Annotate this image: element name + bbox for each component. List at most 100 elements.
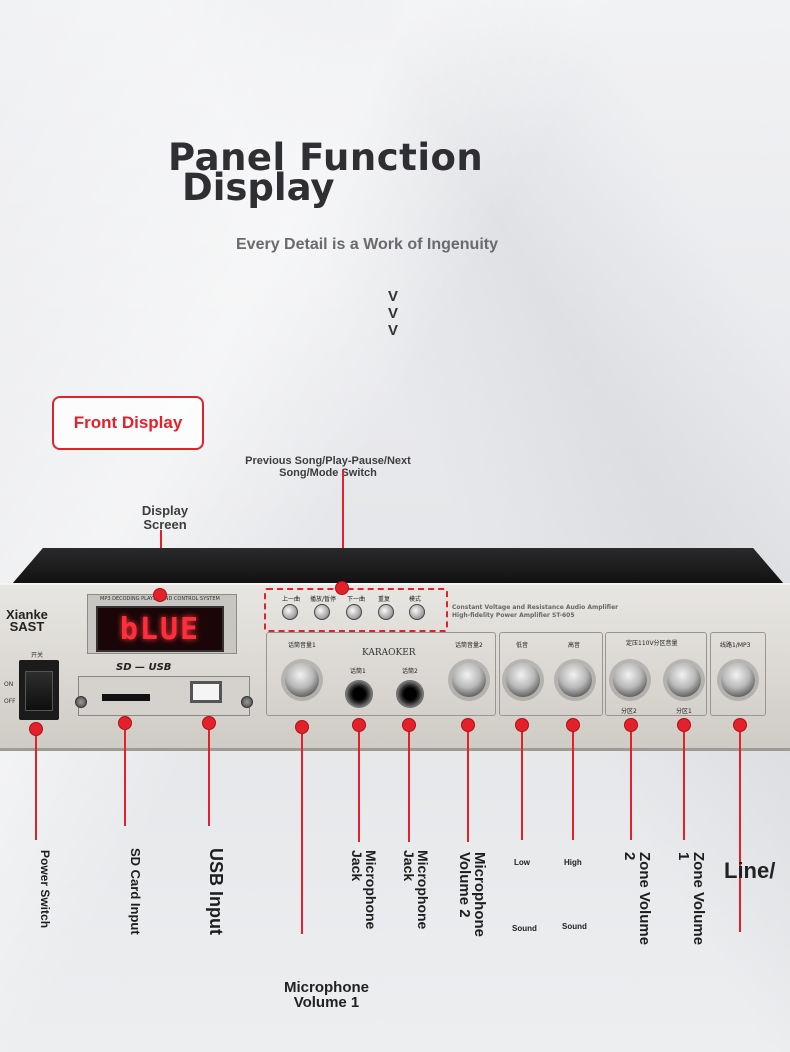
chevron-down-icon: V (388, 305, 399, 322)
brand-line2: SAST (9, 619, 45, 635)
front-display-badge: Front Display (52, 396, 204, 450)
sound-label-2: Sound (562, 922, 587, 931)
screw-icon (241, 696, 253, 708)
zone-volume2-label-line2: 2 (621, 852, 638, 861)
line-panel (710, 632, 766, 716)
screw-icon (75, 696, 87, 708)
treble-caption: 高音 (568, 642, 581, 649)
led-display-screen: bLUE (96, 606, 224, 652)
mic-volume1-callout-line (301, 734, 303, 934)
mic-jack1-callout-line (358, 732, 360, 842)
bass-caption: 低音 (516, 642, 529, 649)
mic-jack2-callout-line (408, 732, 410, 842)
zone2-volume-knob[interactable] (613, 663, 647, 697)
mic-volume2-label-line1: Microphone (471, 852, 488, 937)
line-input-label: Line/ (724, 858, 776, 883)
zone1-volume-knob[interactable] (667, 663, 701, 697)
mic-jack1-callout-dot (352, 718, 366, 732)
mode-button[interactable] (409, 604, 425, 620)
sd-callout-line (124, 730, 126, 826)
microphone-jack-1[interactable] (345, 680, 373, 708)
mic-volume2-callout-line (467, 732, 469, 842)
mic-jack2-label: Microphone Jack (401, 850, 431, 930)
display-callout-label: Display Screen (130, 504, 200, 531)
microphone-panel (266, 632, 496, 716)
button-caption-mode: 模式 (409, 596, 422, 603)
buttons-callout-dot (335, 581, 349, 595)
tone-panel (499, 632, 603, 716)
model-line1: Constant Voltage and Resistance Audio Am… (452, 604, 619, 611)
mic-volume1-knob[interactable] (285, 663, 319, 697)
power-on-label: ON (4, 681, 14, 688)
sd-callout-dot (118, 716, 132, 730)
mic-jack1-label-line2: Jack (349, 850, 365, 882)
mic-volume2-label: Microphone Volume 2 (456, 852, 488, 937)
treble-callout-dot (566, 718, 580, 732)
zone2-caption: 分区2 (621, 708, 637, 715)
power-caption: 开关 (31, 652, 44, 659)
mic-volume2-knob[interactable] (452, 663, 486, 697)
power-switch[interactable] (25, 671, 53, 711)
brand-line1: Xianke (6, 607, 48, 622)
mic1-caption: 话筒1 (350, 668, 366, 675)
sound-label-1: Sound (512, 924, 537, 933)
zone-volume1-label-line2: 1 (675, 852, 692, 861)
display-callout-line2: Screen (143, 516, 187, 532)
bass-callout-dot (515, 718, 529, 732)
power-switch-callout-line (35, 736, 37, 840)
usb-port[interactable] (190, 681, 222, 703)
button-caption-next: 下一曲 (347, 596, 366, 603)
usb-callout-dot (202, 716, 216, 730)
mic2-caption: 话筒2 (402, 668, 418, 675)
treble-knob[interactable] (558, 663, 592, 697)
zone-volume2-label-line1: Zone Volume (636, 852, 653, 946)
zone-header-caption: 定压110V分区音量 (626, 640, 678, 647)
sd-card-label: SD Card Input (128, 848, 143, 935)
mic-volume1-callout-dot (295, 720, 309, 734)
zone1-callout-line (683, 732, 685, 840)
mic-volume1-label-line1: Microphone (284, 979, 369, 996)
sd-card-slot[interactable] (102, 694, 150, 701)
amplifier-top-cover (12, 548, 784, 584)
line-callout-line (739, 732, 741, 932)
display-callout-dot (153, 588, 167, 602)
buttons-callout-line (342, 470, 344, 586)
button-caption-prev: 上一曲 (282, 596, 301, 603)
bass-callout-line (521, 732, 523, 840)
display-callout-line1: Display (141, 503, 189, 518)
brand-label: Xianke SAST (6, 607, 48, 635)
line-volume-knob[interactable] (721, 663, 755, 697)
previous-song-button[interactable] (282, 604, 298, 620)
model-line2: High-fidelity Power Amplifier ST-605 (452, 612, 575, 619)
mic-jack1-label-line1: Microphone (363, 850, 379, 930)
zone2-callout-line (630, 732, 632, 840)
button-caption-repeat: 重复 (378, 596, 391, 603)
zone-volume1-label-line1: Zone Volume (690, 852, 707, 946)
mic-jack2-label-line1: Microphone (415, 850, 431, 930)
microphone-jack-2[interactable] (396, 680, 424, 708)
usb-callout-line (208, 730, 210, 826)
mic-volume2-label-line2: Volume 2 (456, 852, 473, 918)
brand-logo: KARAOKER (362, 648, 416, 658)
usb-input-label: USB Input (206, 848, 226, 935)
line-caption: 线路1/MP3 (720, 642, 751, 649)
mic-volume2-caption: 话筒音量2 (455, 642, 483, 649)
mic-volume1-caption: 话筒音量1 (288, 642, 316, 649)
repeat-button[interactable] (378, 604, 394, 620)
buttons-callout-line2: Song/Mode Switch (279, 466, 377, 479)
high-label: High (564, 858, 582, 867)
mic-volume1-label: Microphone Volume 1 (284, 980, 369, 1010)
sd-usb-logo: SD — USB (116, 662, 172, 673)
zone1-caption: 分区1 (676, 708, 692, 715)
low-label: Low (514, 858, 530, 867)
mic-jack1-label: Microphone Jack (349, 850, 379, 930)
button-caption-play: 播放/暂停 (310, 596, 337, 603)
mic-volume1-label-line2: Volume 1 (293, 994, 360, 1011)
mic-jack2-callout-dot (402, 718, 416, 732)
treble-callout-line (572, 732, 574, 840)
power-switch-callout-dot (29, 722, 43, 736)
next-song-button[interactable] (346, 604, 362, 620)
bass-knob[interactable] (506, 663, 540, 697)
buttons-callout-label: Previous Song/Play-Pause/Next Song/Mode … (238, 455, 418, 479)
play-pause-button[interactable] (314, 604, 330, 620)
